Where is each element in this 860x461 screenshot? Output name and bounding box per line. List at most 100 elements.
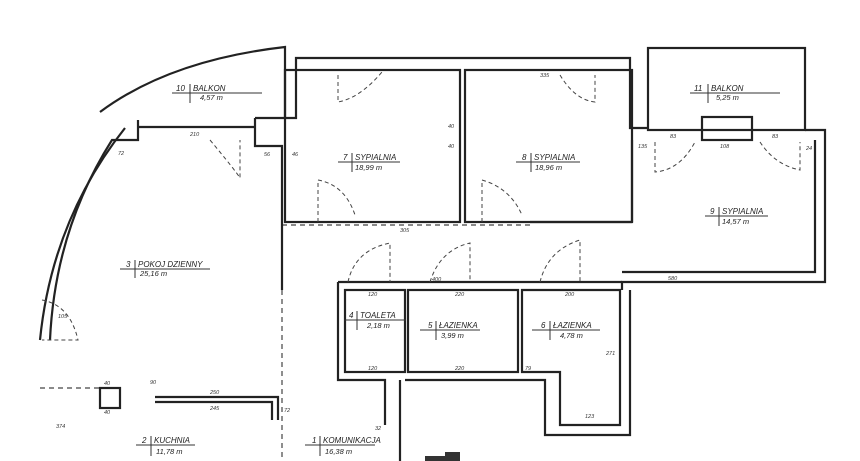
svg-text:TOALETA: TOALETA — [360, 311, 396, 320]
chimney — [98, 386, 122, 410]
svg-text:4,57 m: 4,57 m — [200, 93, 223, 102]
bathroom-5-outline — [406, 288, 520, 374]
living-room-outer-wall-inner — [38, 127, 126, 341]
svg-text:83: 83 — [772, 134, 779, 140]
svg-text:120: 120 — [368, 366, 378, 372]
balcony-11-outline — [646, 46, 807, 132]
kitchen-wall — [155, 395, 280, 420]
svg-text:220: 220 — [454, 292, 465, 298]
svg-text:245: 245 — [209, 406, 220, 412]
svg-text:24: 24 — [805, 146, 812, 152]
svg-text:6: 6 — [541, 321, 546, 330]
balcony-10-outline — [99, 45, 287, 120]
svg-text:5: 5 — [428, 321, 433, 330]
door-swing — [337, 71, 383, 103]
svg-text:40: 40 — [104, 410, 111, 416]
svg-text:72: 72 — [284, 408, 290, 414]
svg-text:9: 9 — [710, 207, 715, 216]
svg-text:220: 220 — [454, 366, 465, 372]
svg-text:5,25 m: 5,25 m — [716, 93, 739, 102]
svg-text:83: 83 — [670, 134, 677, 140]
svg-text:374: 374 — [56, 424, 65, 430]
svg-text:79: 79 — [525, 366, 531, 372]
svg-text:3: 3 — [126, 260, 131, 269]
door-swing — [481, 179, 523, 222]
door-swing — [41, 299, 79, 341]
svg-text:ŁAZIENKA: ŁAZIENKA — [439, 321, 478, 330]
svg-text:56: 56 — [264, 152, 271, 158]
svg-text:335: 335 — [540, 73, 550, 79]
svg-text:40: 40 — [104, 381, 111, 387]
svg-text:123: 123 — [585, 414, 595, 420]
bedroom-7-outline — [283, 68, 462, 224]
bedroom-9-outline — [530, 128, 827, 290]
wall-segment — [253, 118, 284, 222]
svg-text:SYPIALNIA: SYPIALNIA — [355, 153, 396, 162]
room-label-2: 2 KUCHNIA 11,78 m — [136, 436, 195, 456]
svg-text:KUCHNIA: KUCHNIA — [154, 436, 190, 445]
svg-text:4,78 m: 4,78 m — [560, 331, 583, 340]
svg-text:305: 305 — [400, 228, 410, 234]
svg-text:120: 120 — [368, 292, 378, 298]
svg-text:18,96 m: 18,96 m — [535, 163, 562, 172]
svg-text:SYPIALNIA: SYPIALNIA — [722, 207, 763, 216]
svg-text:BALKON: BALKON — [193, 84, 226, 93]
svg-text:25,16 m: 25,16 m — [139, 269, 167, 278]
bathroom-6-outline — [520, 288, 622, 427]
svg-text:1: 1 — [312, 436, 316, 445]
bathroom-6-outer — [405, 290, 632, 437]
svg-text:40: 40 — [448, 124, 455, 130]
svg-text:ŁAZIENKA: ŁAZIENKA — [553, 321, 592, 330]
svg-text:250: 250 — [209, 390, 220, 396]
bedrooms-top-wall — [285, 56, 648, 130]
svg-text:POKOJ DZIENNY: POKOJ DZIENNY — [138, 260, 203, 269]
svg-text:11: 11 — [694, 84, 702, 93]
svg-text:10: 10 — [176, 84, 185, 93]
door-swing — [347, 242, 391, 283]
svg-text:400: 400 — [432, 277, 442, 283]
svg-text:580: 580 — [668, 276, 678, 282]
door-swing — [654, 141, 696, 173]
door-swing — [209, 139, 241, 180]
svg-text:32: 32 — [375, 426, 381, 432]
toilet-outline — [343, 288, 407, 374]
svg-text:2: 2 — [141, 436, 147, 445]
svg-text:90: 90 — [150, 380, 157, 386]
svg-text:14,57 m: 14,57 m — [722, 217, 749, 226]
pillar — [700, 115, 754, 142]
door-swing — [539, 239, 581, 283]
svg-text:2,18 m: 2,18 m — [366, 321, 390, 330]
svg-text:72: 72 — [118, 151, 124, 157]
svg-text:46: 46 — [292, 152, 299, 158]
svg-text:135: 135 — [638, 144, 648, 150]
bathrooms-outer — [336, 280, 622, 461]
dimension-labels: 210 56 46 72 40 40 335 135 83 108 83 24 … — [56, 73, 812, 432]
svg-text:7: 7 — [343, 153, 348, 162]
svg-text:SYPIALNIA: SYPIALNIA — [534, 153, 575, 162]
svg-text:271: 271 — [605, 351, 615, 357]
svg-text:4: 4 — [349, 311, 354, 320]
svg-text:16,38 m: 16,38 m — [325, 447, 352, 456]
bedroom-8-outline — [463, 68, 634, 224]
svg-text:108: 108 — [720, 144, 730, 150]
svg-text:3,99 m: 3,99 m — [441, 331, 464, 340]
door-swing — [759, 141, 801, 171]
svg-text:11,78 m: 11,78 m — [156, 447, 183, 456]
svg-text:8: 8 — [522, 153, 527, 162]
svg-text:BALKON: BALKON — [711, 84, 744, 93]
svg-text:105: 105 — [58, 314, 68, 320]
door-swing — [317, 179, 356, 222]
door-swing — [559, 74, 596, 103]
svg-text:210: 210 — [189, 132, 200, 138]
door-swing — [429, 242, 471, 283]
